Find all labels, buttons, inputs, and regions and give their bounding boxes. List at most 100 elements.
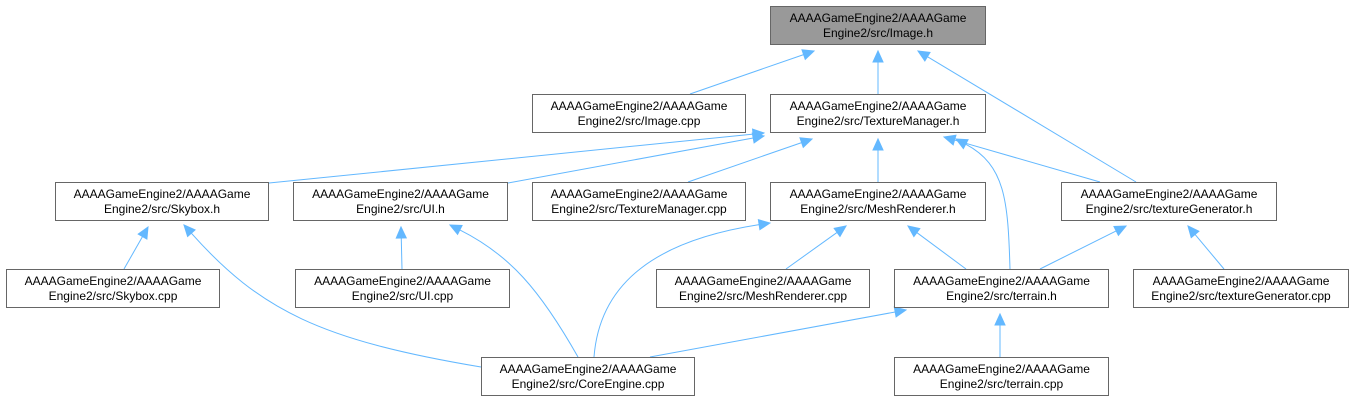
node-texturegenerator-h-line2: Engine2/src/textureGenerator.h [1085,201,1253,216]
node-texturemanager-h-line2: Engine2/src/TextureManager.h [796,113,960,128]
edge-line [507,137,754,184]
edge-line [649,311,896,358]
edge-skybox_h-to-texturemanager_h [268,128,766,184]
edge-texturegenerator_h-to-texturemanager_h [942,134,1101,183]
edge-line [785,232,838,270]
node-image-cpp-line2: Engine2/src/Image.cpp [577,113,701,128]
node-texturegenerator-h-line1: AAAAGameEngine2/AAAAGame [1080,186,1258,201]
edge-arrowhead [893,306,908,318]
node-texturemanager-h-line1: AAAAGameEngine2/AAAAGame [789,98,967,113]
edge-texturegenerator_cpp-to-texturegenerator_h [1187,225,1225,270]
node-coreengine-cpp-line2: Engine2/src/CoreEngine.cpp [511,376,665,391]
edge-line [400,237,403,270]
edge-line [954,139,1101,183]
node-texturegenerator-cpp-line2: Engine2/src/textureGenerator.cpp [1151,288,1331,303]
node-meshrenderer-cpp[interactable]: AAAAGameEngine2/AAAAGame Engine2/src/Mes… [656,269,870,308]
edge-arrowhead [1113,225,1128,237]
edge-arrowhead [1187,225,1200,239]
node-texturemanager-cpp-line1: AAAAGameEngine2/AAAAGame [550,186,728,201]
node-image-cpp[interactable]: AAAAGameEngine2/AAAAGame Engine2/src/Ima… [532,94,746,133]
edge-line [927,56,1137,183]
edge-terrain_h-to-meshrenderer_h [907,225,967,270]
edge-arrowhead [799,137,814,149]
edge-ui_cpp-to-ui_h [395,225,408,270]
node-texturemanager-cpp-line2: Engine2/src/TextureManager.cpp [551,201,727,216]
node-image-cpp-line1: AAAAGameEngine2/AAAAGame [550,98,728,113]
edge-coreengine_cpp-to-terrain_h [649,306,908,358]
node-ui-h-line2: Engine2/src/UI.h [356,201,445,216]
node-skybox-h-line2: Engine2/src/Skybox.h [103,201,221,216]
edge-terrain_h-to-texturegenerator_h [1039,225,1128,270]
edge-arrowhead [942,134,957,146]
edge-arrowhead [916,50,931,62]
node-skybox-h-line1: AAAAGameEngine2/AAAAGame [73,186,251,201]
node-image-h-line2: Engine2/src/Image.h [822,25,934,40]
node-terrain-h-line1: AAAAGameEngine2/AAAAGame [913,273,1090,288]
edge-image_cpp-to-image_h [689,49,816,95]
edge-line [1039,230,1117,270]
edge-coreengine_cpp-to-skybox_h [183,224,482,368]
node-skybox-cpp-line2: Engine2/src/Skybox.cpp [48,288,178,303]
edge-arrowhead [137,225,149,240]
node-texturegenerator-cpp-line1: AAAAGameEngine2/AAAAGame [1152,273,1330,288]
edge-line [1194,234,1225,270]
node-terrain-h[interactable]: AAAAGameEngine2/AAAAGame Engine2/src/ter… [894,269,1109,308]
node-ui-cpp-line2: Engine2/src/UI.cpp [351,288,454,303]
edge-arrowhead [907,225,921,238]
node-image-h: AAAAGameEngine2/AAAAGame Engine2/src/Ima… [770,6,986,45]
edge-coreengine_cpp-to-ui_h [448,224,579,358]
edge-coreengine_cpp-to-meshrenderer_h [593,219,772,358]
node-coreengine-cpp-line1: AAAAGameEngine2/AAAAGame [499,361,677,376]
edge-arrowhead [833,225,847,238]
node-terrain-cpp[interactable]: AAAAGameEngine2/AAAAGame Engine2/src/ter… [894,357,1109,396]
edge-ui_h-to-texturemanager_h [507,132,766,184]
node-terrain-h-line2: Engine2/src/terrain.h [946,288,1057,303]
edge-arrowhead [994,312,1006,326]
node-meshrenderer-h-line1: AAAAGameEngine2/AAAAGame [789,186,967,201]
node-ui-cpp[interactable]: AAAAGameEngine2/AAAAGame Engine2/src/UI.… [295,269,510,308]
edge-texturemanager_h-to-image_h [872,49,884,94]
node-skybox-cpp-line1: AAAAGameEngine2/AAAAGame [24,273,202,288]
edge-meshrenderer_h-to-texturemanager_h [872,137,884,182]
edge-texturemanager_cpp-to-texturemanager_h [687,137,814,183]
edge-line [268,133,754,184]
edge-arrowhead [872,49,884,63]
edge-line [459,229,579,358]
node-terrain-cpp-line1: AAAAGameEngine2/AAAAGame [913,361,1090,376]
node-ui-cpp-line1: AAAAGameEngine2/AAAAGame [314,273,491,288]
node-meshrenderer-cpp-line1: AAAAGameEngine2/AAAAGame [674,273,852,288]
node-meshrenderer-h-line2: Engine2/src/MeshRenderer.h [800,201,956,216]
edge-line [593,224,760,358]
edge-meshrenderer_cpp-to-meshrenderer_h [785,225,847,270]
node-texturegenerator-cpp[interactable]: AAAAGameEngine2/AAAAGame Engine2/src/tex… [1133,269,1349,308]
edge-skybox_cpp-to-skybox_h [123,225,149,270]
edge-arrowhead [872,137,884,151]
edge-line [965,143,1011,270]
edge-line [190,232,482,368]
edge-line [689,54,804,95]
edge-arrowhead [448,224,463,236]
edge-arrowhead [395,225,408,239]
node-coreengine-cpp[interactable]: AAAAGameEngine2/AAAAGame Engine2/src/Cor… [481,357,695,396]
node-ui-h[interactable]: AAAAGameEngine2/AAAAGame Engine2/src/UI.… [293,182,508,221]
node-skybox-h[interactable]: AAAAGameEngine2/AAAAGame Engine2/src/Sky… [55,182,269,221]
edge-terrain_cpp-to-terrain_h [994,312,1006,357]
edge-arrowhead [757,219,772,231]
node-meshrenderer-h[interactable]: AAAAGameEngine2/AAAAGame Engine2/src/Mes… [770,182,986,221]
edge-arrowhead [751,132,766,144]
node-texturemanager-h[interactable]: AAAAGameEngine2/AAAAGame Engine2/src/Tex… [770,94,986,133]
edge-arrowhead [183,224,196,238]
edge-line [916,232,967,270]
node-skybox-cpp[interactable]: AAAAGameEngine2/AAAAGame Engine2/src/Sky… [6,269,220,308]
edge-line [687,142,802,183]
node-image-h-line1: AAAAGameEngine2/AAAAGame [789,10,967,25]
edge-arrowhead [801,49,816,61]
node-ui-h-line1: AAAAGameEngine2/AAAAGame [312,186,489,201]
node-texturegenerator-h[interactable]: AAAAGameEngine2/AAAAGame Engine2/src/tex… [1061,182,1277,221]
node-texturemanager-cpp[interactable]: AAAAGameEngine2/AAAAGame Engine2/src/Tex… [532,182,746,221]
edge-texturegenerator_h-to-image_h [916,50,1137,183]
edge-line [123,236,143,270]
node-terrain-cpp-line2: Engine2/src/terrain.cpp [939,376,1064,391]
node-meshrenderer-cpp-line2: Engine2/src/MeshRenderer.cpp [678,288,848,303]
